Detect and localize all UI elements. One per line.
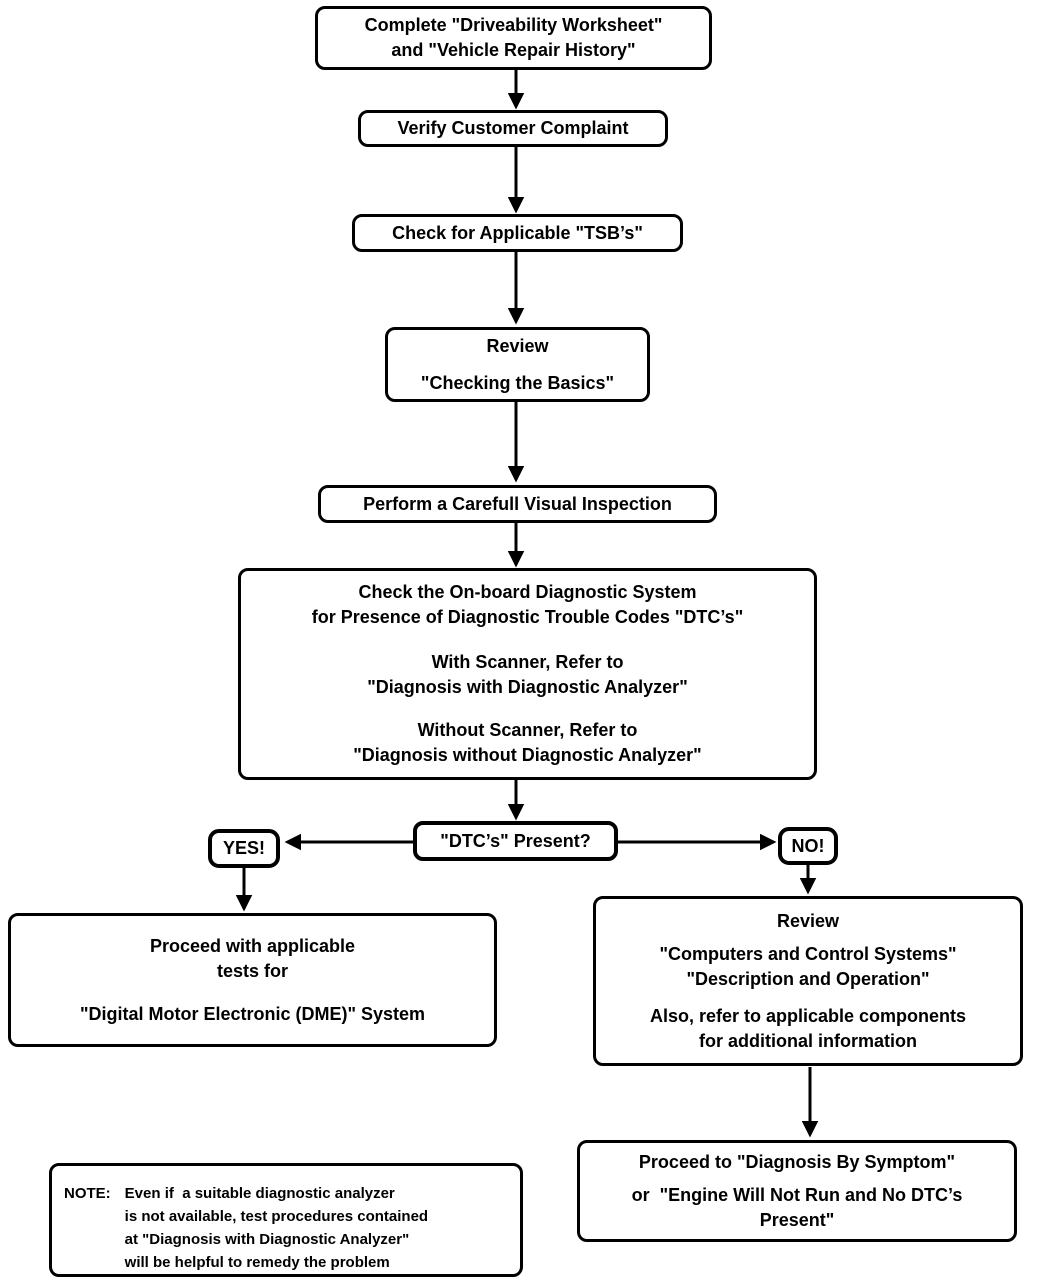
- result-review-computers: Review "Computers and Control Systems" "…: [593, 896, 1023, 1066]
- branch-label-no: NO!: [778, 827, 838, 865]
- decision-dtc-present: "DTC’s" Present?: [413, 821, 618, 861]
- step-text: "Checking the Basics": [420, 372, 615, 393]
- step-text: Proceed with applicable: [149, 935, 356, 956]
- step-text: Review: [776, 910, 840, 931]
- branch-text: NO!: [791, 835, 825, 856]
- step-text: Review: [486, 335, 549, 356]
- step-check-obd-system: Check the On-board Diagnostic System for…: [238, 568, 817, 780]
- note-text: is not available, test procedures contai…: [124, 1208, 429, 1225]
- step-text: Check for Applicable "TSB’s": [392, 222, 643, 243]
- branch-text: YES!: [222, 838, 265, 858]
- step-text: Proceed to "Diagnosis By Symptom": [638, 1151, 956, 1172]
- decision-text: "DTC’s" Present?: [440, 830, 591, 851]
- branch-label-yes: YES!: [208, 829, 280, 868]
- step-text: "Computers and Control Systems": [659, 943, 957, 964]
- step-check-tsb: Check for Applicable "TSB’s": [352, 214, 683, 252]
- note-text: will be helpful to remedy the problem: [124, 1254, 390, 1271]
- note-label: NOTE:: [64, 1185, 111, 1202]
- step-text: Also, refer to applicable components: [649, 1005, 967, 1026]
- note-text: Even if a suitable diagnostic analyzer: [124, 1185, 395, 1202]
- step-text: Perform a Carefull Visual Inspection: [363, 493, 672, 514]
- step-text: "Diagnosis without Diagnostic Analyzer": [353, 745, 702, 765]
- step-text: "Digital Motor Electronic (DME)" System: [79, 1003, 426, 1024]
- step-text: or "Engine Will Not Run and No DTC’s: [631, 1184, 963, 1205]
- step-text: Check the On-board Diagnostic System: [358, 582, 697, 602]
- result-proceed-symptom: Proceed to "Diagnosis By Symptom" or "En…: [577, 1140, 1017, 1242]
- step-text: "Diagnosis with Diagnostic Analyzer": [367, 677, 688, 697]
- step-text: "Description and Operation": [686, 968, 930, 989]
- step-visual-inspection: Perform a Carefull Visual Inspection: [318, 485, 717, 523]
- step-text: for additional information: [699, 1030, 917, 1051]
- note-text-block: Even if a suitable diagnostic analyzer i…: [125, 1182, 428, 1274]
- step-complete-worksheet: Complete "Driveability Worksheet" and "V…: [315, 6, 712, 70]
- step-text: tests for: [216, 960, 288, 981]
- note-box: NOTE: Even if a suitable diagnostic anal…: [49, 1163, 523, 1277]
- step-text: Present": [759, 1209, 835, 1230]
- step-verify-complaint: Verify Customer Complaint: [358, 110, 668, 147]
- step-text: and "Vehicle Repair History": [391, 40, 636, 60]
- result-proceed-dme-tests: Proceed with applicable tests for "Digit…: [8, 913, 497, 1047]
- step-text: Without Scanner, Refer to: [417, 720, 638, 740]
- step-text: Complete "Driveability Worksheet": [364, 15, 663, 35]
- step-text: With Scanner, Refer to: [431, 652, 624, 672]
- step-review-basics: Review "Checking the Basics": [385, 327, 650, 402]
- note-text: at "Diagnosis with Diagnostic Analyzer": [124, 1231, 410, 1248]
- step-text: for Presence of Diagnostic Trouble Codes…: [311, 607, 744, 627]
- step-text: Verify Customer Complaint: [397, 118, 629, 138]
